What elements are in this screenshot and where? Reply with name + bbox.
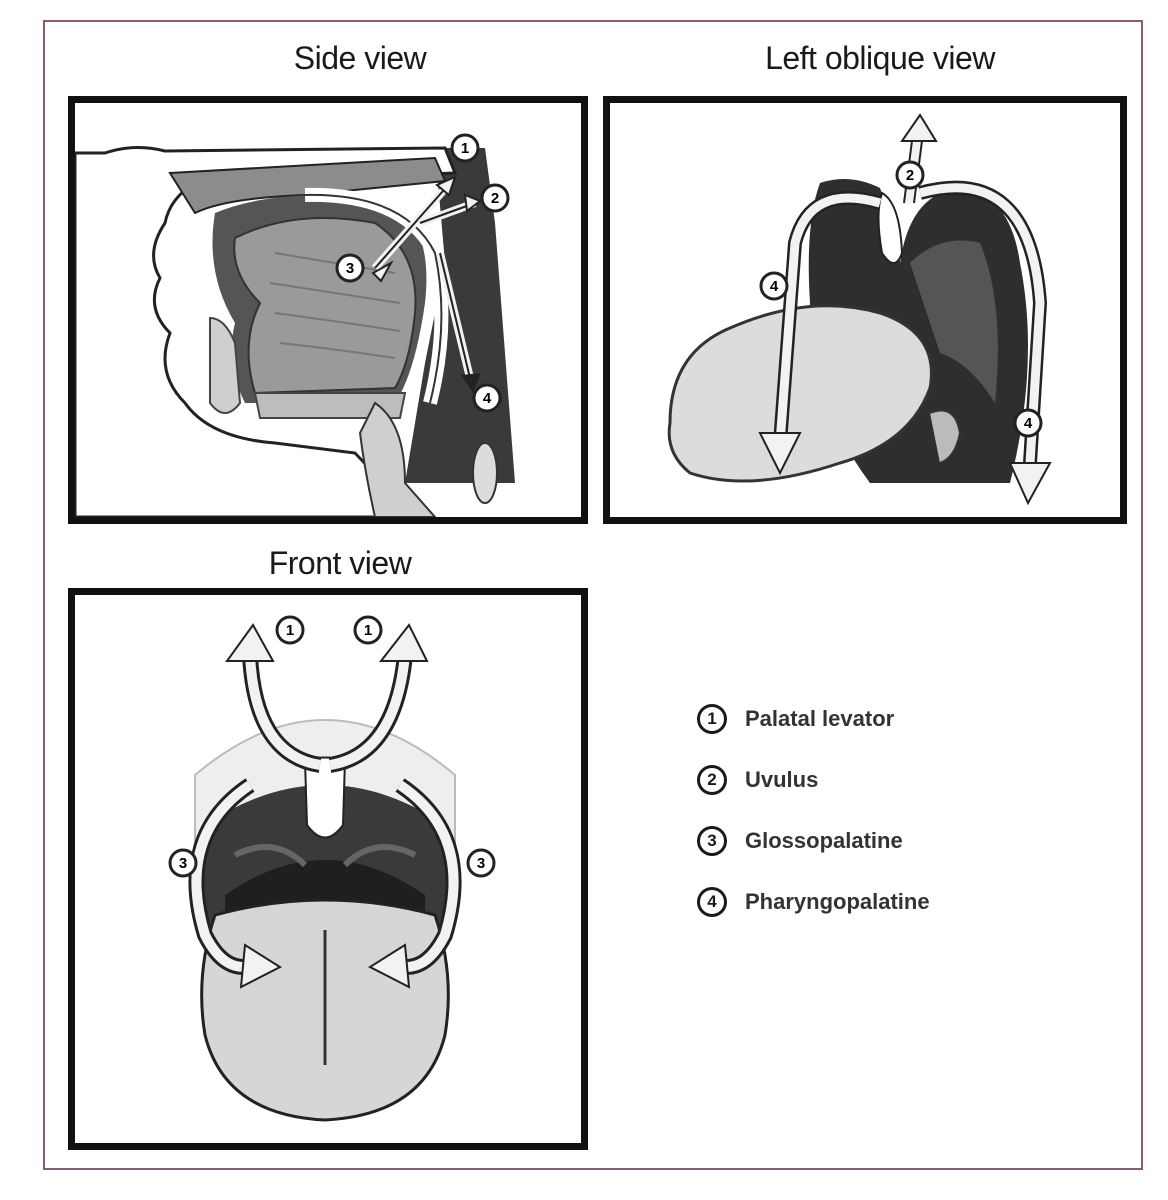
side-marker-3: 3 xyxy=(335,253,365,283)
svg-text:3: 3 xyxy=(179,855,187,872)
side-marker-2: 2 xyxy=(480,183,510,213)
svg-text:1: 1 xyxy=(364,622,372,639)
oblique-marker-2: 2 xyxy=(895,160,925,190)
left-oblique-view-panel: 2 4 4 xyxy=(603,96,1127,524)
svg-text:3: 3 xyxy=(346,260,354,277)
legend-label: Pharyngopalatine xyxy=(745,888,930,914)
side-view-illustration: 1 2 3 4 xyxy=(75,133,515,517)
svg-text:2: 2 xyxy=(906,167,914,184)
front-marker-1-left: 1 xyxy=(275,615,305,645)
left-oblique-view-title: Left oblique view xyxy=(765,40,995,76)
svg-text:4: 4 xyxy=(483,390,492,407)
front-view-illustration: 1 1 3 3 xyxy=(168,615,496,1122)
oblique-marker-4-right: 4 xyxy=(1013,408,1043,438)
legend: 1 Palatal levator 2 Uvulus 3 Glossopalat… xyxy=(697,688,1027,932)
front-view-title: Front view xyxy=(268,545,412,581)
legend-label: Uvulus xyxy=(745,766,819,792)
svg-text:3: 3 xyxy=(477,855,485,872)
svg-text:1: 1 xyxy=(286,622,294,639)
legend-label: Palatal levator xyxy=(745,705,895,731)
oblique-marker-4-left: 4 xyxy=(759,271,789,301)
front-marker-3-left: 3 xyxy=(168,848,198,878)
figure-frame xyxy=(43,20,1143,1170)
legend-item-pharyngopalatine: 4 Pharyngopalatine xyxy=(697,871,1027,932)
legend-item-palatal-levator: 1 Palatal levator xyxy=(697,688,1027,749)
svg-text:1: 1 xyxy=(461,140,469,157)
front-view-panel: 1 1 3 3 xyxy=(68,588,588,1150)
svg-text:2: 2 xyxy=(491,190,499,207)
front-marker-1-right: 1 xyxy=(353,615,383,645)
legend-item-uvulus: 2 Uvulus xyxy=(697,749,1027,810)
svg-text:4: 4 xyxy=(770,278,779,295)
side-marker-4: 4 xyxy=(472,383,502,413)
svg-text:4: 4 xyxy=(1024,415,1033,432)
legend-number-badge: 1 xyxy=(697,703,727,734)
side-marker-1: 1 xyxy=(450,133,480,163)
legend-number-badge: 3 xyxy=(697,825,727,856)
legend-number-badge: 2 xyxy=(697,764,727,795)
left-oblique-view-illustration: 2 4 4 xyxy=(667,113,1052,506)
front-marker-3-right: 3 xyxy=(466,848,496,878)
side-view-panel: 1 2 3 4 xyxy=(68,96,588,524)
legend-label: Glossopalatine xyxy=(745,827,903,853)
side-view-title: Side view xyxy=(293,40,427,76)
legend-item-glossopalatine: 3 Glossopalatine xyxy=(697,810,1027,871)
legend-number-badge: 4 xyxy=(697,886,727,917)
